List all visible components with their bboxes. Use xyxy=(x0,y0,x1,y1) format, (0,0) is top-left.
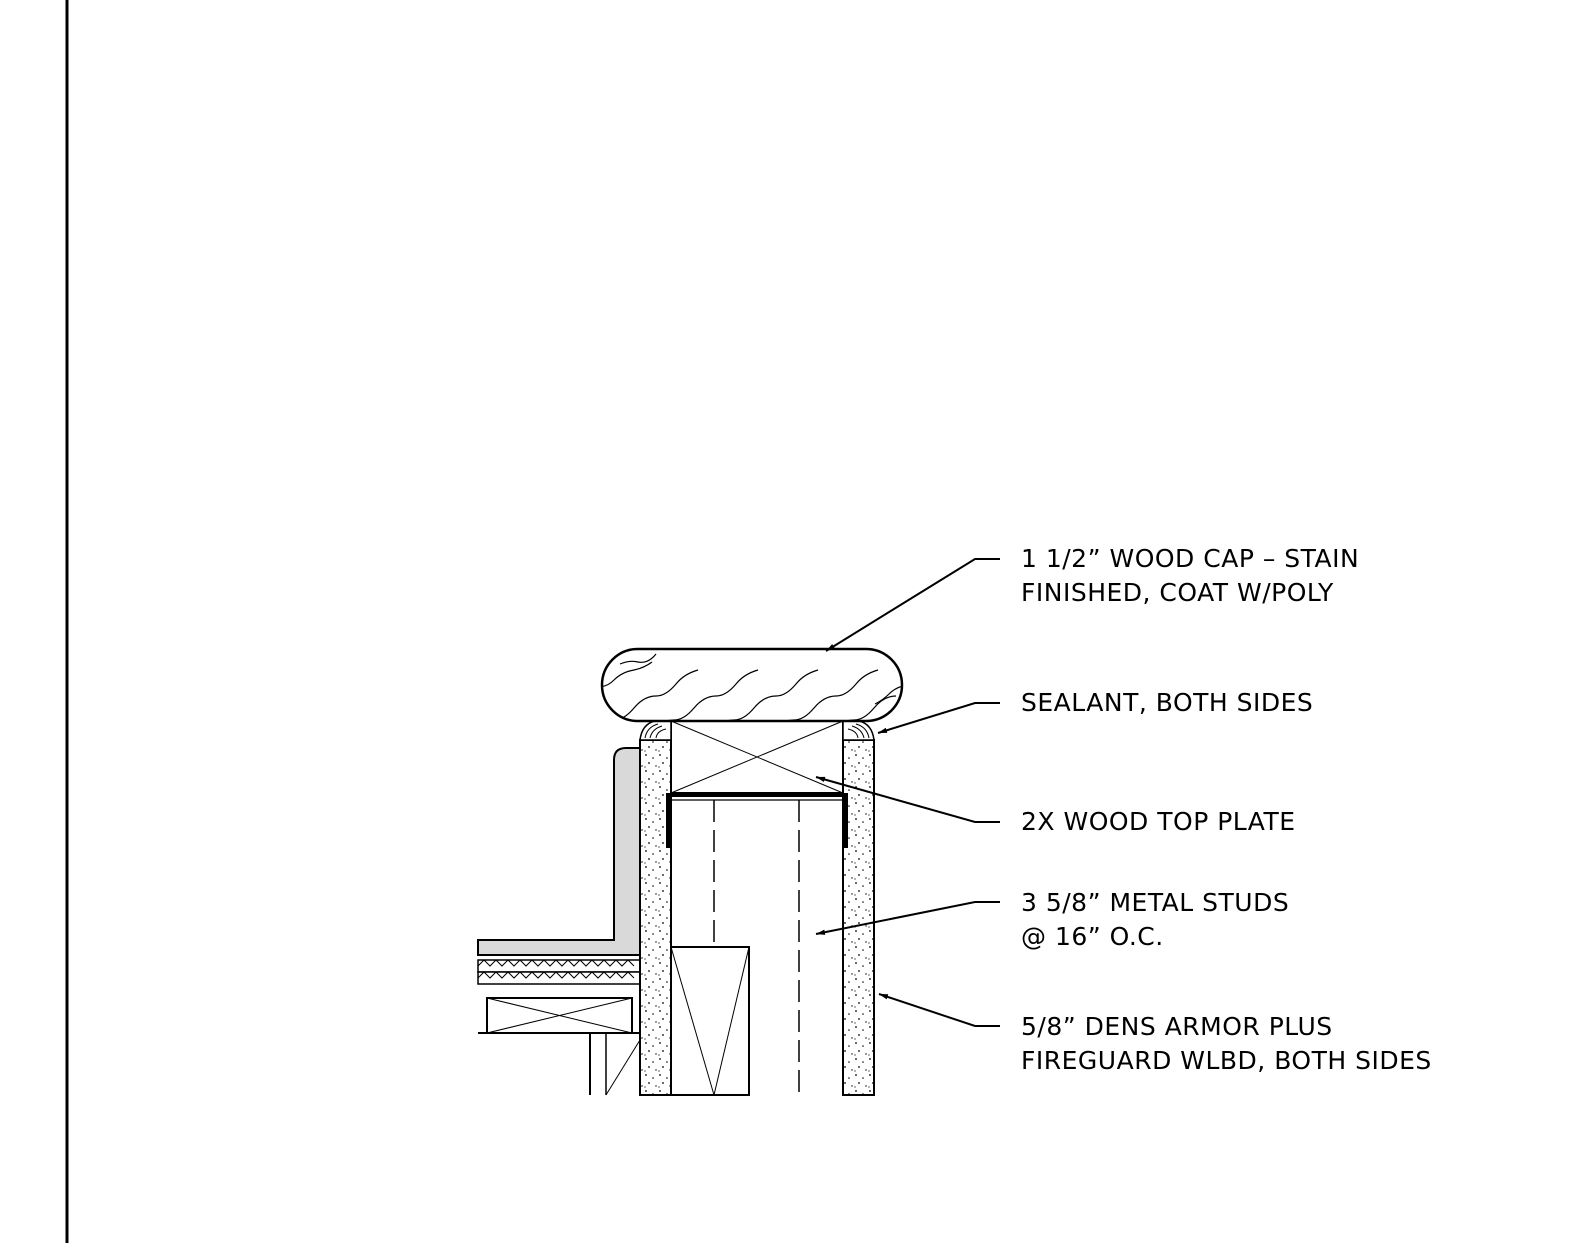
metal-top-track xyxy=(666,793,848,848)
metal-stud-cavity xyxy=(666,793,848,1096)
note-top-plate-line-1: 2X WOOD TOP PLATE xyxy=(1021,807,1296,836)
note-wood-cap-line-2: FINISHED, COAT W/POLY xyxy=(1021,578,1334,607)
leader-sealant xyxy=(877,702,1000,734)
note-dens-armor-line-1: 5/8” DENS ARMOR PLUS xyxy=(1021,1012,1333,1041)
leader-metal-studs xyxy=(815,901,1000,935)
counter-substrate-hatch xyxy=(477,959,635,967)
wood-blocking-diag-2 xyxy=(713,946,750,1096)
wood-blocking-diag xyxy=(670,946,715,1096)
note-wood-cap-line-1: 1 1/2” WOOD CAP – STAIN xyxy=(1021,544,1359,573)
leader-wood-cap xyxy=(825,558,1000,652)
counter-substrate-hatch-2 xyxy=(477,971,635,979)
leader-top-plate xyxy=(815,776,1000,823)
wood-blocking xyxy=(670,946,750,1096)
note-dens-armor-line-2: FIREGUARD WLBD, BOTH SIDES xyxy=(1021,1046,1432,1075)
counter-blocking-cross-2 xyxy=(486,997,633,1034)
adjoining-counter xyxy=(477,747,641,1096)
note-sealant-line-1: SEALANT, BOTH SIDES xyxy=(1021,688,1313,717)
wood-cap xyxy=(600,647,904,723)
sheathing-board-right xyxy=(842,739,875,1096)
sealant-bead-left xyxy=(639,720,672,741)
cabinet-panel-diag xyxy=(605,1039,641,1096)
note-metal-studs-line-2: @ 16” O.C. xyxy=(1021,922,1164,951)
counter-backsplash xyxy=(477,747,641,956)
leader-lines xyxy=(815,558,1000,1027)
note-metal-studs-line-1: 3 5/8” METAL STUDS xyxy=(1021,888,1289,917)
leader-dens-armor xyxy=(878,993,1000,1027)
annotation-notes: 1 1/2” WOOD CAP – STAIN FINISHED, COAT W… xyxy=(1021,544,1432,1075)
sealant-bead-right xyxy=(842,720,875,741)
wood-top-plate xyxy=(670,720,844,794)
